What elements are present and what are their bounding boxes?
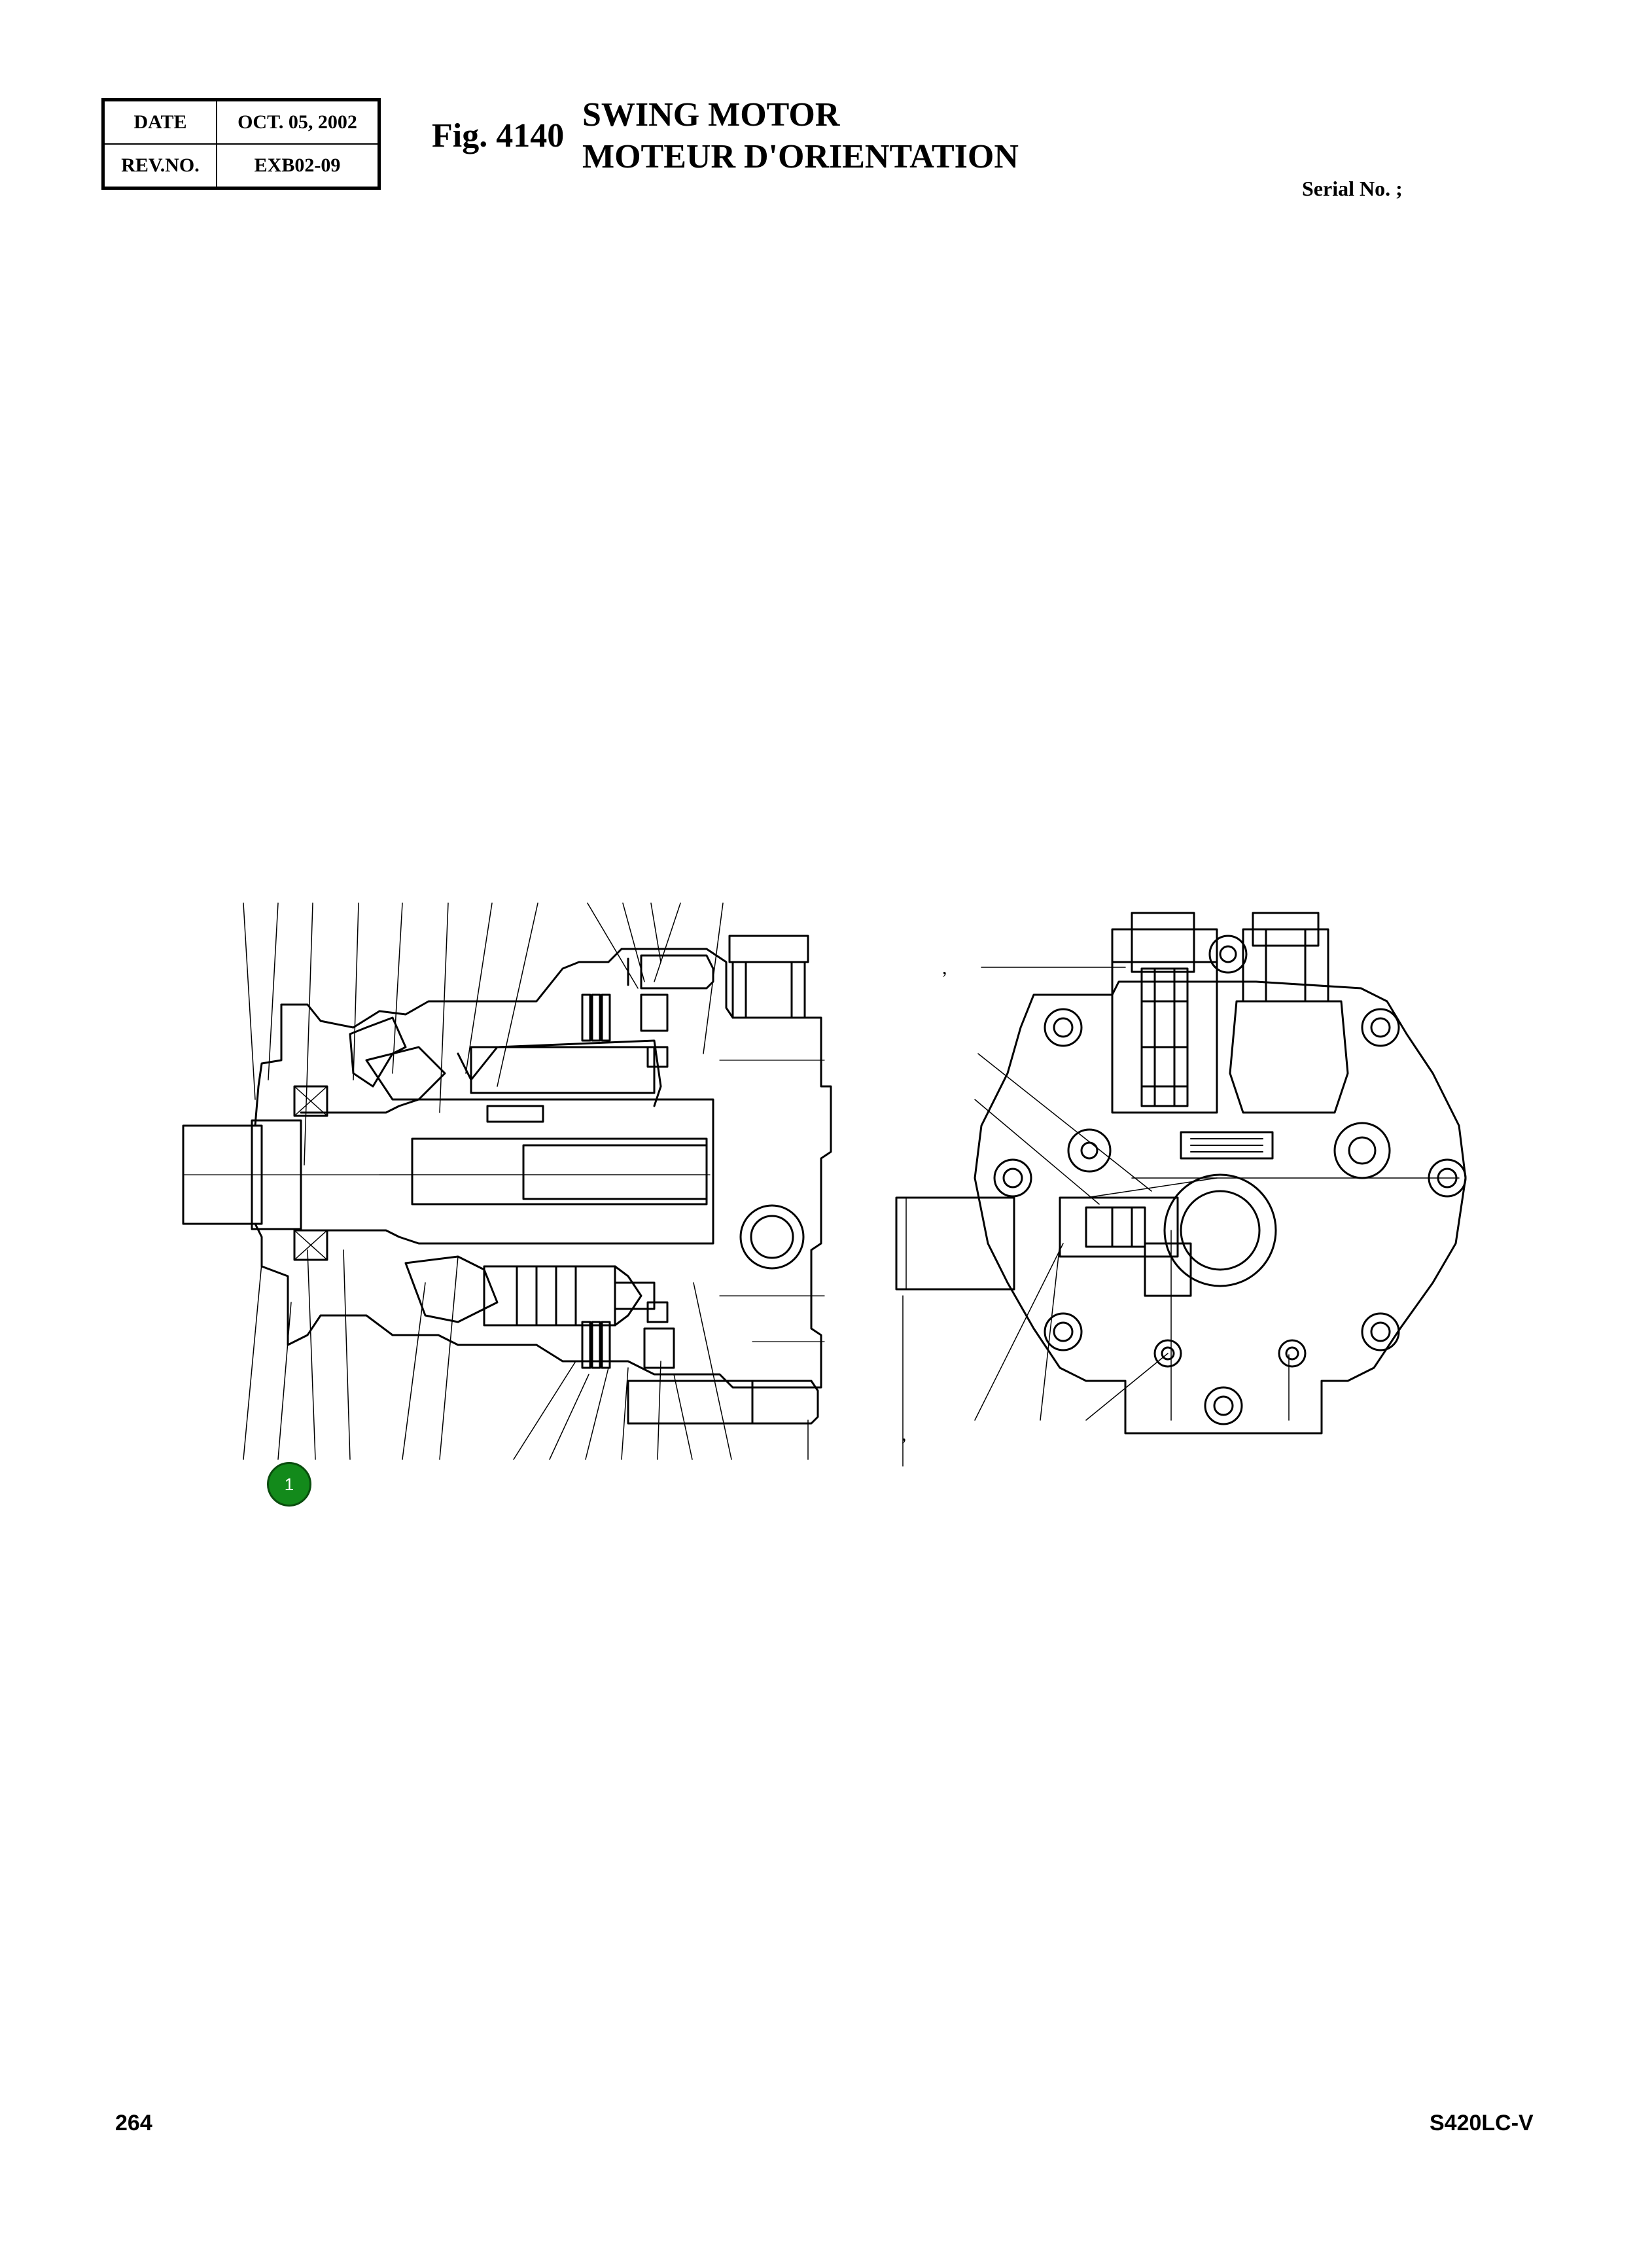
piston-lower <box>483 1265 616 1327</box>
end-view-leader-lines <box>902 967 1460 1467</box>
drawing-mark-1: , <box>942 957 947 978</box>
relief-valve-cap <box>1131 912 1195 973</box>
revision-table: DATE OCT. 05, 2002 REV.NO. EXB02-09 <box>101 98 381 190</box>
housing-outline <box>254 948 832 1389</box>
swash-plate-lower <box>404 1255 499 1323</box>
port-circle <box>739 1204 805 1270</box>
relief-valve-body <box>1111 961 1218 1114</box>
swash-plate-upper <box>349 1016 407 1088</box>
end-view-shaft <box>895 1196 1015 1291</box>
date-value: OCT. 05, 2002 <box>216 99 380 145</box>
brake-plates-lower <box>581 1321 611 1369</box>
center-valve <box>1059 1196 1179 1258</box>
leader-lines-bottom <box>243 1249 809 1460</box>
drawing-mark-2: , <box>902 1423 907 1445</box>
mounting-bolts <box>993 935 1467 1425</box>
nameplate <box>1180 1131 1274 1160</box>
leader-lines-top <box>243 902 724 1166</box>
motor-shaft <box>411 1137 708 1205</box>
callout-badge[interactable]: 1 <box>267 1462 311 1507</box>
serial-number: Serial No. ; <box>1302 177 1403 200</box>
rev-label: REV.NO. <box>102 143 217 189</box>
end-view <box>895 912 1467 1467</box>
figure-number: Fig. 4140 <box>432 117 565 154</box>
bolt-upper <box>640 954 714 990</box>
bolt-lower <box>627 1380 819 1425</box>
cross-section-view <box>182 902 832 1460</box>
brake-plates-upper <box>581 993 611 1042</box>
title-french: MOTEUR D'ORIENTATION <box>582 138 1019 175</box>
model-number: S420LC-V <box>1430 2111 1534 2135</box>
end-cover-outline <box>974 980 1467 1435</box>
date-label: DATE <box>102 99 217 145</box>
title-english: SWING MOTOR <box>582 96 840 134</box>
port-fitting <box>728 935 809 963</box>
rev-value: EXB02-09 <box>216 143 380 189</box>
central-port <box>1163 1173 1277 1287</box>
page-number: 264 <box>115 2111 152 2135</box>
